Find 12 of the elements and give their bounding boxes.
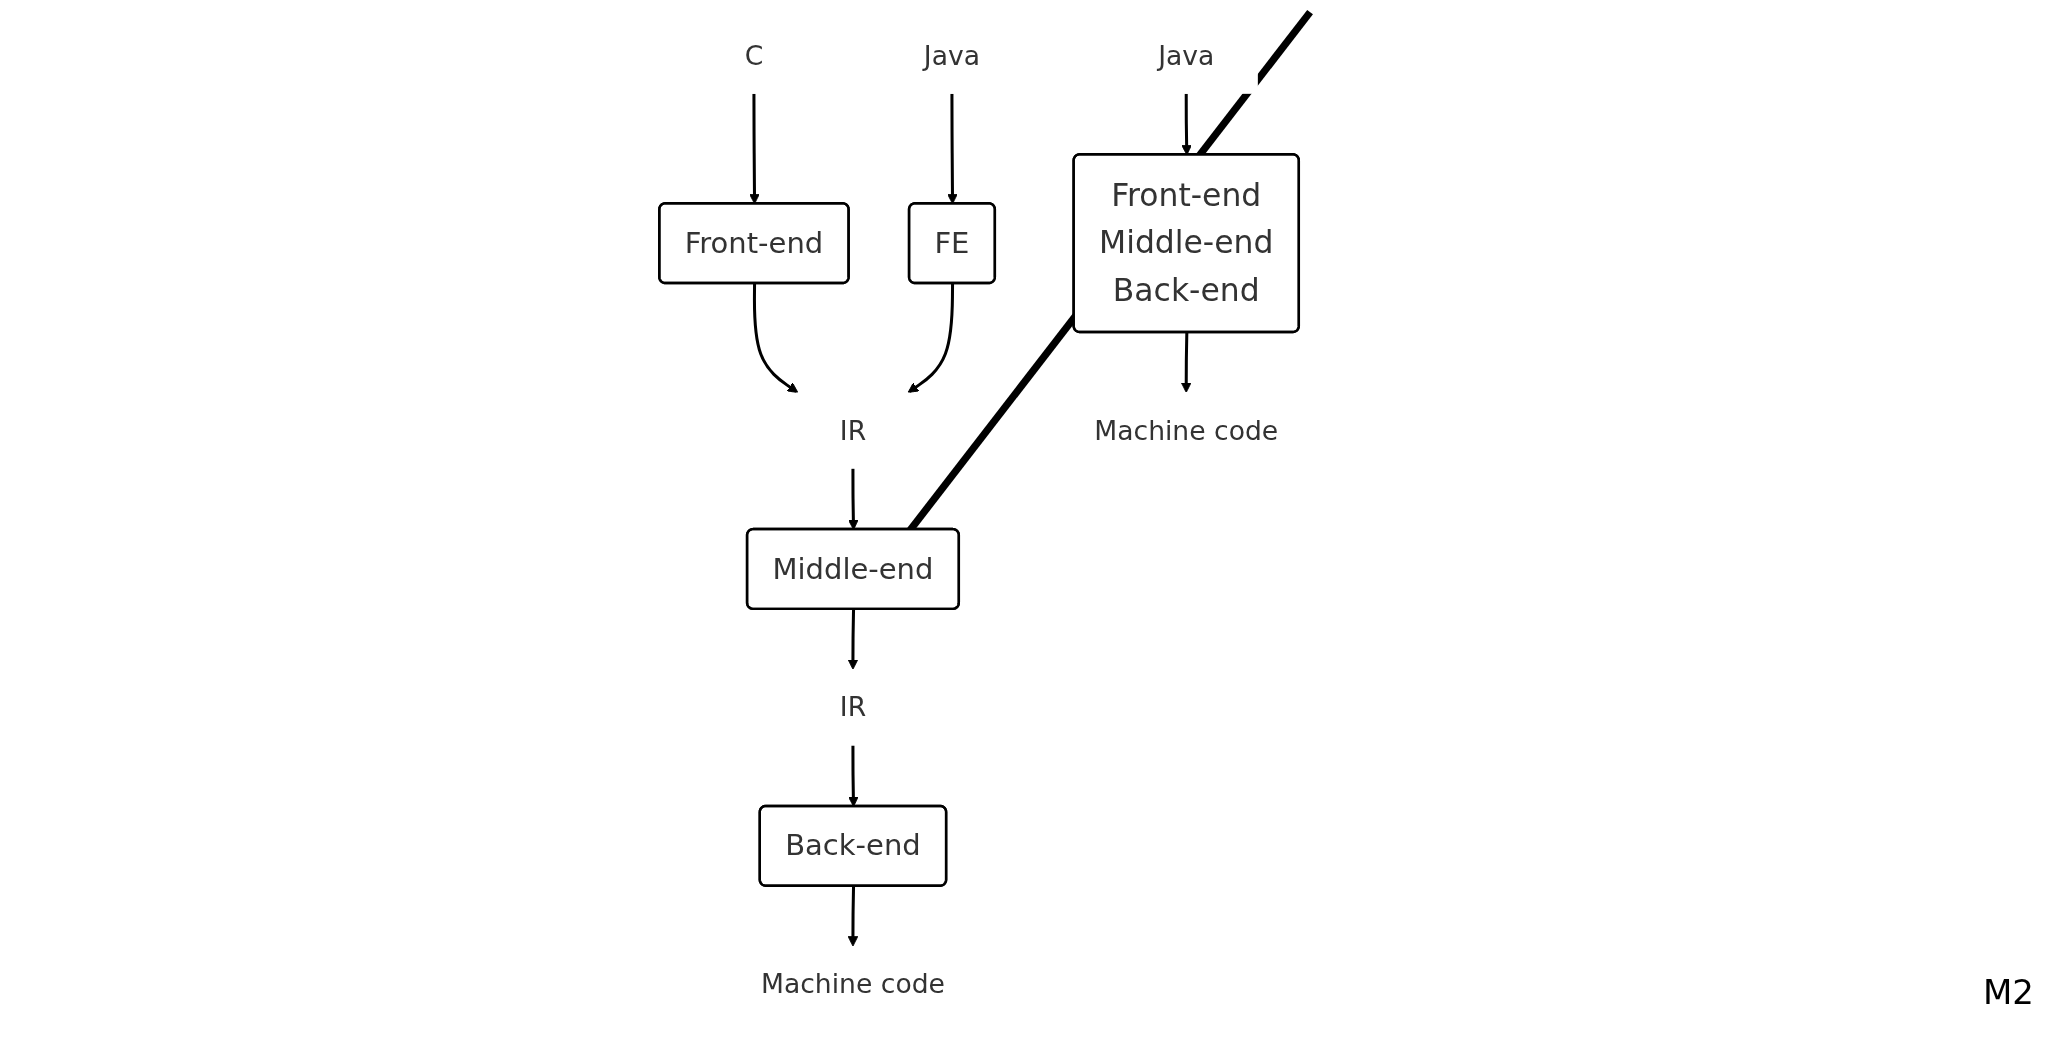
diagram-label: M2: [1983, 972, 2034, 1012]
arrow: [847, 609, 859, 670]
node-text: Machine code: [760, 969, 945, 1000]
node-text: Java: [923, 40, 981, 71]
arrow: [907, 283, 955, 393]
arrow: [1180, 332, 1192, 393]
node-text: IR: [839, 692, 867, 723]
arrow: [847, 886, 859, 947]
node-text: Machine code: [1094, 415, 1279, 446]
node-text: C: [744, 40, 764, 71]
arrow: [752, 283, 799, 393]
node-text: IR: [839, 415, 867, 446]
